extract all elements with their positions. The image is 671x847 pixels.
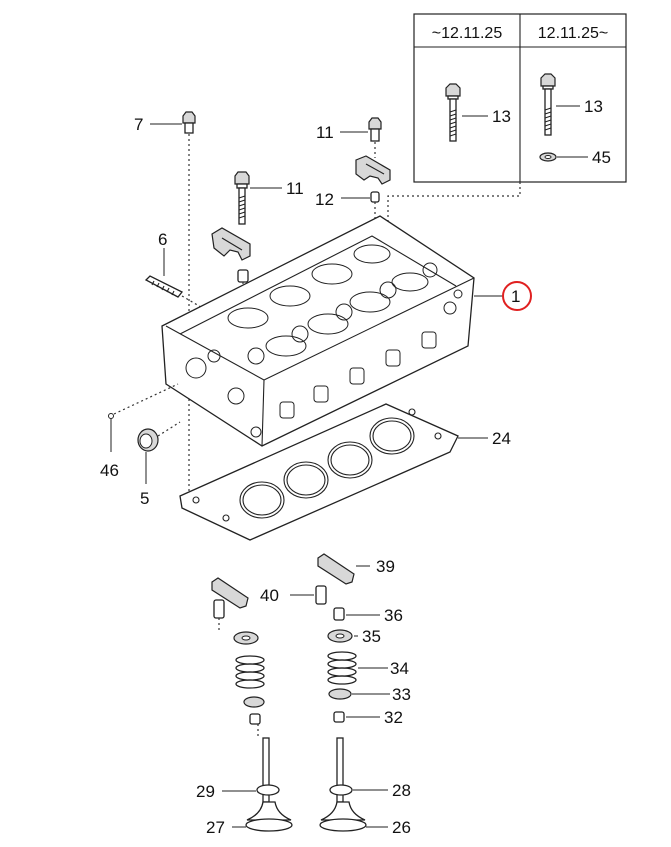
callout-29: 29 xyxy=(196,782,215,801)
callout-45: 45 xyxy=(592,148,611,167)
variant-table: ~12.11.25 12.11.25~ 13 13 45 xyxy=(387,13,627,240)
callout-39: 39 xyxy=(376,557,395,576)
callout-11-middle: 11 xyxy=(286,179,304,198)
callout-11-upper: 11 xyxy=(316,123,334,142)
callout-12: 12 xyxy=(315,190,334,209)
callout-32: 32 xyxy=(384,708,403,727)
bolt-11-middle xyxy=(234,171,282,225)
cylinder-head xyxy=(161,215,503,447)
dowel-12 xyxy=(341,191,380,236)
bearing-cap-middle xyxy=(211,227,251,261)
pin-46 xyxy=(108,383,179,452)
table-header-after: 12.11.25~ xyxy=(538,25,608,42)
callout-24: 24 xyxy=(492,429,511,448)
callout-35: 35 xyxy=(362,627,381,646)
bolt-7 xyxy=(150,111,196,492)
highlight-circle-1 xyxy=(502,281,532,311)
callout-7: 7 xyxy=(134,115,143,134)
callout-26: 26 xyxy=(392,818,411,837)
callout-13-new: 13 xyxy=(584,97,603,116)
dowel-middle xyxy=(237,269,249,310)
valve-train-right xyxy=(290,553,390,832)
callout-34: 34 xyxy=(390,659,409,678)
bearing-cap-upper xyxy=(355,155,391,185)
callout-28: 28 xyxy=(392,781,411,800)
bolt-13-old xyxy=(445,83,488,142)
valve-train-left xyxy=(211,577,293,832)
callout-40: 40 xyxy=(260,586,279,605)
table-header-before: ~12.11.25 xyxy=(432,25,503,42)
callout-6: 6 xyxy=(158,230,167,249)
seal-5 xyxy=(137,421,181,484)
callout-1: 1 xyxy=(511,287,520,306)
callout-5: 5 xyxy=(140,489,149,508)
bolt-13-new xyxy=(540,73,580,136)
head-gasket-24 xyxy=(179,403,488,541)
bolt-11-upper xyxy=(340,117,382,158)
callout-13-old: 13 xyxy=(492,107,511,126)
callout-46: 46 xyxy=(100,461,119,480)
stud-6 xyxy=(144,248,207,311)
callout-36: 36 xyxy=(384,606,403,625)
callout-27: 27 xyxy=(206,818,225,837)
callout-33: 33 xyxy=(392,685,411,704)
washer-45 xyxy=(539,152,588,162)
